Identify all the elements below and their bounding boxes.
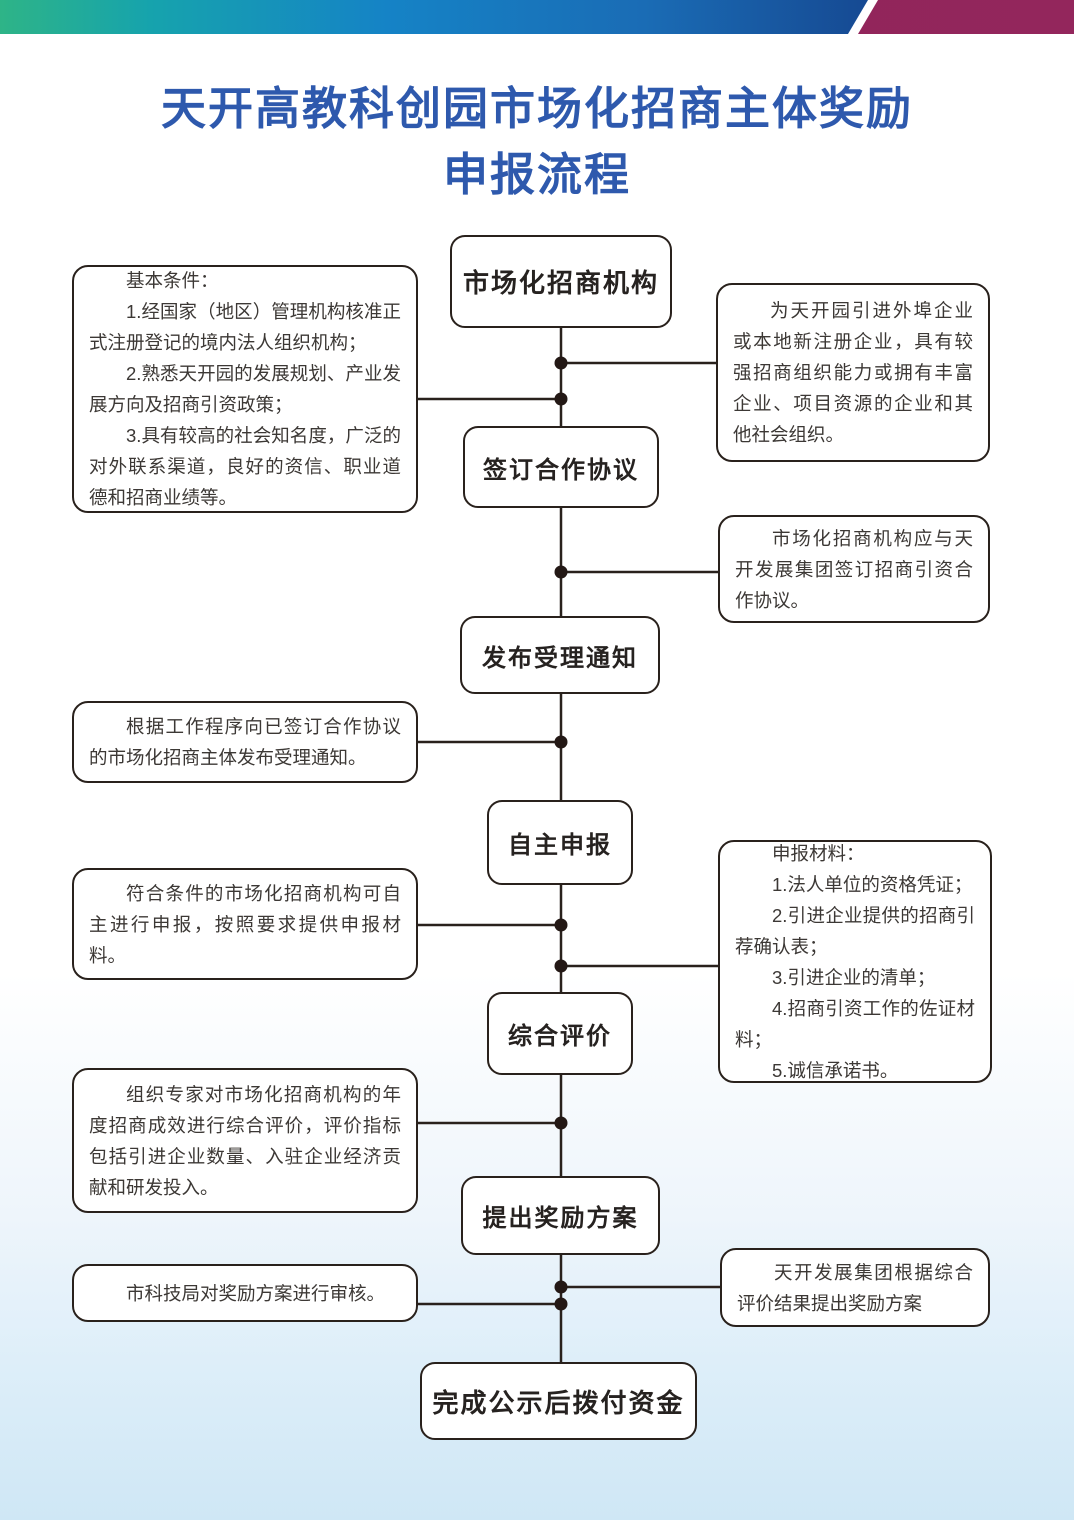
connector-dot xyxy=(554,959,568,973)
note-line: 符合条件的市场化招商机构可自主进行申报，按照要求提供申报材料。 xyxy=(89,882,401,966)
flow-node-label: 自主申报 xyxy=(508,832,612,859)
note-basic-conditions: 基本条件： 1.经国家（地区）管理机构核准正式注册登记的境内法人组织机构； 2.… xyxy=(72,265,418,513)
note-line: 3.具有较高的社会知名度，广泛的对外联系渠道，良好的资信、职业道德和招商业绩等。 xyxy=(89,425,401,508)
note-line: 1.法人单位的资格凭证； xyxy=(772,873,973,895)
note-self-apply: 符合条件的市场化招商机构可自主进行申报，按照要求提供申报材料。 xyxy=(72,868,418,980)
flow-node-disburse-funds: 完成公示后拨付资金 xyxy=(420,1362,697,1440)
note-line: 3.引进企业的清单； xyxy=(772,966,936,988)
note-line: 根据工作程序向已签订合作协议的市场化招商主体发布受理通知。 xyxy=(89,716,401,768)
page-title: 天开高教科创园市场化招商主体奖励 申报流程 xyxy=(0,76,1074,208)
note-reward-plan: 天开发展集团根据综合评价结果提出奖励方案 xyxy=(720,1248,990,1327)
note-agency-definition: 为天开园引进外埠企业或本地新注册企业，具有较强招商组织能力或拥有丰富企业、项目资… xyxy=(716,283,990,462)
note-line: 4.招商引资工作的佐证材料； xyxy=(735,997,975,1050)
flow-node-market-agency: 市场化招商机构 xyxy=(450,235,672,328)
flow-node-sign-agreement: 签订合作协议 xyxy=(463,426,659,508)
flow-node-comprehensive-evaluation: 综合评价 xyxy=(487,992,633,1075)
page-title-line2: 申报流程 xyxy=(442,149,631,200)
connector-dot xyxy=(554,1280,568,1294)
flow-node-publish-notice: 发布受理通知 xyxy=(460,616,660,694)
connector-dot xyxy=(554,565,568,579)
note-materials: 申报材料： 1.法人单位的资格凭证； 2.引进企业提供的招商引荐确认表； 3.引… xyxy=(718,840,992,1083)
flow-node-label: 完成公示后拨付资金 xyxy=(432,1387,685,1418)
flow-node-label: 综合评价 xyxy=(508,1023,612,1050)
note-review: 市科技局对奖励方案进行审核。 xyxy=(72,1264,418,1322)
note-line: 2.熟悉天开园的发展规划、产业发展方向及招商引资政策； xyxy=(89,363,401,415)
connector-dot xyxy=(554,392,568,406)
magenta-accent-shape xyxy=(858,0,1074,34)
flow-node-label: 发布受理通知 xyxy=(482,644,638,672)
flow-node-self-application: 自主申报 xyxy=(487,800,633,885)
flow-node-propose-reward: 提出奖励方案 xyxy=(461,1176,660,1255)
flow-node-label: 提出奖励方案 xyxy=(482,1205,639,1232)
gradient-bar xyxy=(0,0,868,34)
note-line: 2.引进企业提供的招商引荐确认表； xyxy=(735,904,975,957)
page-title-line1: 天开高教科创园市场化招商主体奖励 xyxy=(160,83,913,134)
connector-dot xyxy=(554,356,568,370)
note-line: 市科技局对奖励方案进行审核。 xyxy=(126,1282,386,1304)
connector-dot xyxy=(554,735,568,749)
note-line: 组织专家对市场化招商机构的年度招商成效进行综合评价，评价指标包括引进企业数量、入… xyxy=(89,1083,401,1198)
flow-node-label: 市场化招商机构 xyxy=(462,268,659,298)
note-line: 1.经国家（地区）管理机构核准正式注册登记的境内法人组织机构； xyxy=(89,301,401,353)
flow-node-label: 签订合作协议 xyxy=(483,456,639,484)
note-notice: 根据工作程序向已签订合作协议的市场化招商主体发布受理通知。 xyxy=(72,701,418,783)
connector-dot xyxy=(554,1297,568,1311)
note-line: 为天开园引进外埠企业或本地新注册企业，具有较强招商组织能力或拥有丰富企业、项目资… xyxy=(733,300,973,445)
note-line: 天开发展集团根据综合评价结果提出奖励方案 xyxy=(737,1261,973,1314)
note-line: 基本条件： xyxy=(126,270,219,291)
note-agreement: 市场化招商机构应与天开发展集团签订招商引资合作协议。 xyxy=(718,515,990,623)
note-evaluation: 组织专家对市场化招商机构的年度招商成效进行综合评价，评价指标包括引进企业数量、入… xyxy=(72,1068,418,1213)
connector-dot xyxy=(554,918,568,932)
note-line: 申报材料： xyxy=(772,842,865,864)
header-decoration-bar xyxy=(0,0,1074,34)
note-line: 市场化招商机构应与天开发展集团签订招商引资合作协议。 xyxy=(735,527,973,611)
note-line: 5.诚信承诺书。 xyxy=(772,1059,899,1081)
connector-dot xyxy=(554,1116,568,1130)
